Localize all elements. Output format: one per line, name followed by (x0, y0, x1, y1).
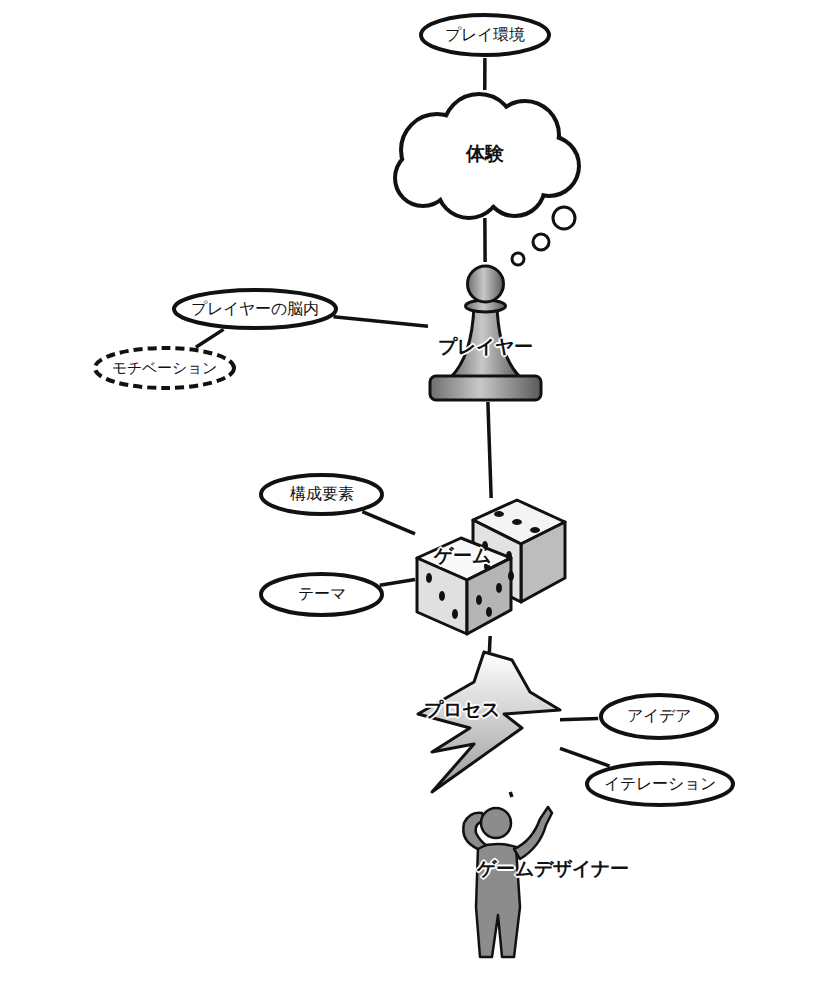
ellipse-node: イテレーション (584, 760, 736, 808)
shape-part (463, 807, 552, 957)
node-title: プロセス (424, 697, 500, 723)
shape-part (426, 573, 432, 583)
dashed-ellipse-node: モチベーション (92, 345, 237, 391)
connector-line (333, 317, 428, 326)
shape-part (261, 475, 382, 514)
node-label: テーマ (298, 584, 346, 605)
connector-line (362, 512, 415, 534)
node-title: プレイヤー (438, 334, 533, 360)
shape-part (476, 595, 482, 605)
shape-part (521, 522, 565, 602)
cloud-node: 体験 (387, 90, 582, 218)
shape-part (426, 511, 540, 619)
node-label: プレイ環境 (445, 25, 525, 46)
game-dice: ゲーム (415, 498, 572, 636)
shape-part (397, 96, 577, 216)
shape-part (467, 558, 511, 634)
player-pawn: プレイヤー (428, 262, 543, 402)
shape-part (587, 763, 733, 805)
shape-part (421, 15, 549, 55)
ellipse-node: プレイ環境 (418, 12, 552, 58)
node-title: ゲーム (434, 543, 491, 569)
shape-part (418, 652, 560, 792)
node-title: ゲームデザイナー (477, 856, 629, 882)
connector-line (483, 218, 487, 262)
ellipse-node: プレイヤーの脳内 (171, 287, 339, 331)
connector-line (488, 636, 492, 652)
connector-line (380, 580, 415, 586)
connector-line (560, 748, 610, 766)
shape-part (508, 571, 514, 581)
thought-bubble (553, 207, 575, 229)
game-dice-outline (415, 498, 572, 636)
shape-part (417, 558, 467, 634)
thought-bubble (533, 234, 549, 250)
connector-line (510, 792, 512, 797)
thought-bubble (512, 253, 524, 265)
shape-part (261, 574, 382, 615)
shape-part (430, 376, 541, 400)
shape-part (506, 551, 512, 561)
player-pawn-outline (428, 262, 543, 402)
node-label: プレイヤーの脳内 (191, 299, 319, 320)
shape-part (417, 500, 565, 634)
shape-part (397, 96, 577, 216)
process-bolt: プロセス (412, 652, 560, 792)
ellipse-node: 構成要素 (258, 472, 385, 517)
ellipse-node: テーマ (258, 571, 385, 618)
shape-part (439, 591, 445, 601)
shape-part (512, 519, 522, 525)
node-label: イテレーション (604, 774, 716, 795)
shape-part (95, 348, 234, 388)
connector-line (483, 58, 487, 90)
shape-part (514, 807, 552, 859)
node-title: 体験 (466, 141, 504, 167)
shape-part (452, 609, 458, 619)
designer-figure: ゲームデザイナー (440, 797, 640, 959)
connector-line (488, 402, 491, 498)
shape-part (442, 115, 532, 205)
connector-line (196, 329, 224, 347)
shape-part (397, 152, 449, 204)
shape-part (530, 527, 540, 533)
ellipse-node: アイデア (598, 692, 720, 741)
shape-part (486, 607, 492, 617)
node-label: アイデア (627, 706, 691, 727)
shape-part (601, 695, 717, 738)
shape-part (430, 266, 541, 400)
process-bolt-outline (412, 652, 560, 792)
connector-line (560, 718, 598, 719)
node-label: モチベーション (112, 359, 217, 378)
node-label: 構成要素 (290, 484, 354, 505)
shape-part (481, 808, 511, 838)
shape-part (174, 290, 336, 328)
shape-part (468, 266, 504, 302)
shape-part (494, 511, 504, 517)
shape-part (496, 583, 502, 593)
shape-part (397, 152, 449, 204)
